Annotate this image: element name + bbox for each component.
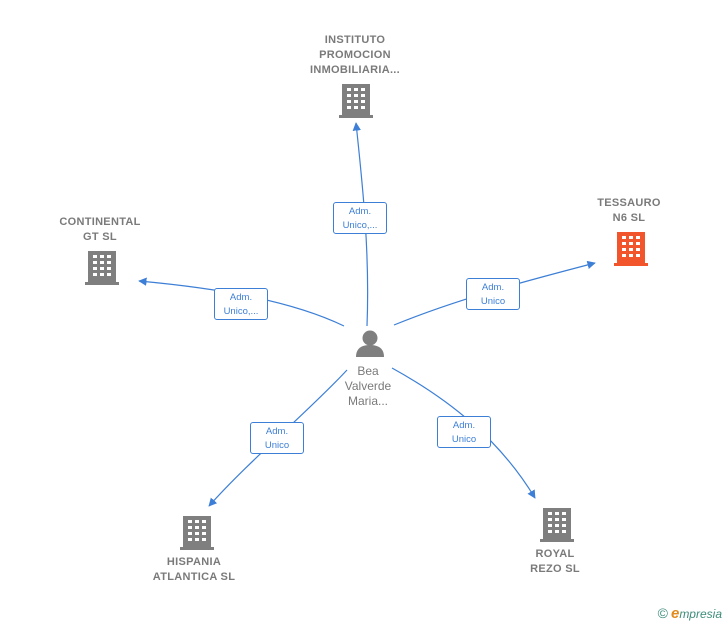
- node-label-line: ATLANTICA SL: [152, 571, 236, 583]
- node-label-line: TESSAURO: [597, 197, 661, 209]
- node-label-hispania[interactable]: HISPANIA ATLANTICA SL: [153, 555, 235, 585]
- node-label-line: INMOBILIARIA...: [309, 64, 401, 76]
- edge-label-royal[interactable]: Adm. Unico: [437, 416, 491, 448]
- edge-label-continental[interactable]: Adm. Unico,...: [214, 288, 268, 320]
- brand-wordmark: mpresia: [679, 607, 722, 621]
- node-label-line: INSTITUTO: [324, 34, 386, 46]
- node-label-line: PROMOCION: [319, 49, 391, 61]
- person-icon[interactable]: [356, 330, 384, 358]
- copyright-symbol: ©: [657, 605, 668, 621]
- building-icon[interactable]: [85, 251, 119, 285]
- node-label-line: CONTINENTAL: [59, 216, 141, 228]
- brand-e-mark: e: [670, 605, 680, 622]
- person-label[interactable]: Bea Valverde Maria...: [345, 364, 391, 409]
- edge-label-instituto[interactable]: Adm. Unico,...: [333, 202, 387, 234]
- edge-label-line: Adm.: [481, 282, 505, 293]
- edge-label-line: Adm.: [265, 426, 289, 437]
- edge-label-line: Adm.: [348, 206, 372, 217]
- node-label-royal[interactable]: ROYAL REZO SL: [530, 547, 580, 577]
- node-label-line: N6 SL: [612, 212, 646, 224]
- node-label-line: REZO SL: [530, 563, 580, 575]
- node-label-line: GT SL: [83, 231, 117, 243]
- node-label-instituto[interactable]: INSTITUTO PROMOCION INMOBILIARIA...: [310, 33, 400, 78]
- building-icon[interactable]: [339, 84, 373, 118]
- edge-label-line: Adm.: [452, 420, 476, 431]
- edge-label-line: Unico: [451, 434, 477, 445]
- person-label-line: Bea: [357, 364, 379, 378]
- edge-label-hispania[interactable]: Adm. Unico: [250, 422, 304, 454]
- person-label-line: Maria...: [347, 394, 389, 408]
- person-label-line: Valverde: [344, 379, 392, 393]
- node-label-line: HISPANIA: [166, 556, 222, 568]
- edge-label-line: Adm.: [229, 292, 253, 303]
- building-icon-highlight[interactable]: [614, 232, 648, 266]
- edge-label-line: Unico: [264, 440, 290, 451]
- edge-label-line: Unico: [480, 296, 506, 307]
- edge-label-tessauro[interactable]: Adm. Unico: [466, 278, 520, 310]
- brand-watermark: ©empresia: [658, 605, 722, 622]
- building-icon[interactable]: [180, 516, 214, 550]
- edge-label-line: Unico,...: [223, 306, 259, 317]
- building-icon[interactable]: [540, 508, 574, 542]
- edge-label-line: Unico,...: [342, 220, 378, 231]
- node-label-line: ROYAL: [535, 548, 575, 560]
- node-label-tessauro[interactable]: TESSAURO N6 SL: [597, 196, 661, 226]
- node-label-continental[interactable]: CONTINENTAL GT SL: [59, 215, 140, 245]
